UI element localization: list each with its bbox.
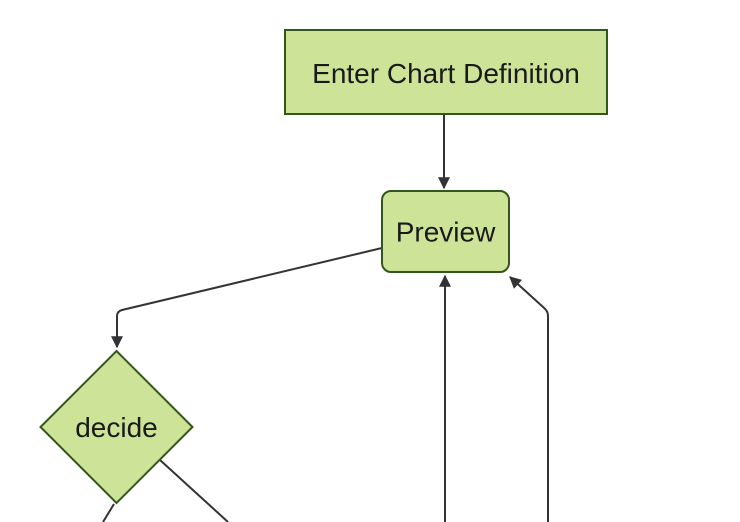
enter-chart-definition-label: Enter Chart Definition <box>312 58 580 89</box>
edge-offscreen-bottom-right-to-preview <box>509 276 549 522</box>
edge-preview-to-decide <box>111 247 383 349</box>
flowchart-node-preview: Preview <box>381 190 510 273</box>
enter-chart-definition-shape <box>284 29 608 115</box>
preview-shape <box>381 190 510 273</box>
flowchart-node-decide: decide <box>39 349 194 505</box>
flowchart-node-enter-chart-definition: Enter Chart Definition <box>284 29 608 115</box>
decide-shape <box>39 349 194 505</box>
decide-label: decide <box>75 412 158 443</box>
preview-label: Preview <box>396 217 496 248</box>
edge-decide-to-offscreen-bottom <box>159 459 229 522</box>
edge-decide-to-offscreen-bottom-left <box>102 503 115 522</box>
